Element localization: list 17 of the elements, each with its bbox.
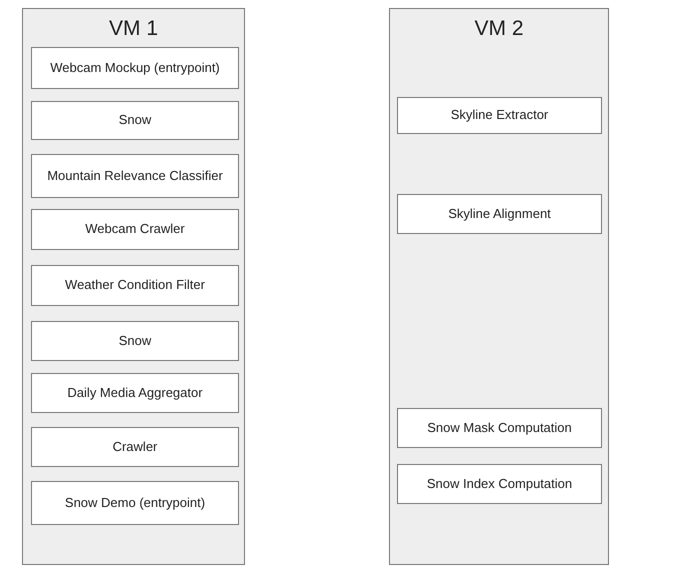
service-box: Crawler — [31, 427, 239, 467]
service-box: Webcam Mockup (entrypoint) — [31, 47, 239, 89]
service-box: Mountain Relevance Classifier — [31, 154, 239, 198]
container-title: VM 2 — [473, 17, 524, 41]
service-box: Snow — [31, 321, 239, 361]
service-box: Daily Media Aggregator — [31, 373, 239, 413]
service-box: Snow Demo (entrypoint) — [31, 481, 239, 525]
service-box: Webcam Crawler — [31, 209, 239, 250]
service-box: Skyline Alignment — [397, 194, 602, 234]
service-box: Snow Index Computation — [397, 464, 602, 504]
vm-container — [389, 8, 609, 565]
vm-container — [22, 8, 245, 565]
container-title: VM 1 — [108, 17, 159, 41]
service-box: Snow Mask Computation — [397, 408, 602, 448]
service-box: Weather Condition Filter — [31, 265, 239, 306]
service-box: Skyline Extractor — [397, 97, 602, 134]
service-box: Snow — [31, 101, 239, 140]
